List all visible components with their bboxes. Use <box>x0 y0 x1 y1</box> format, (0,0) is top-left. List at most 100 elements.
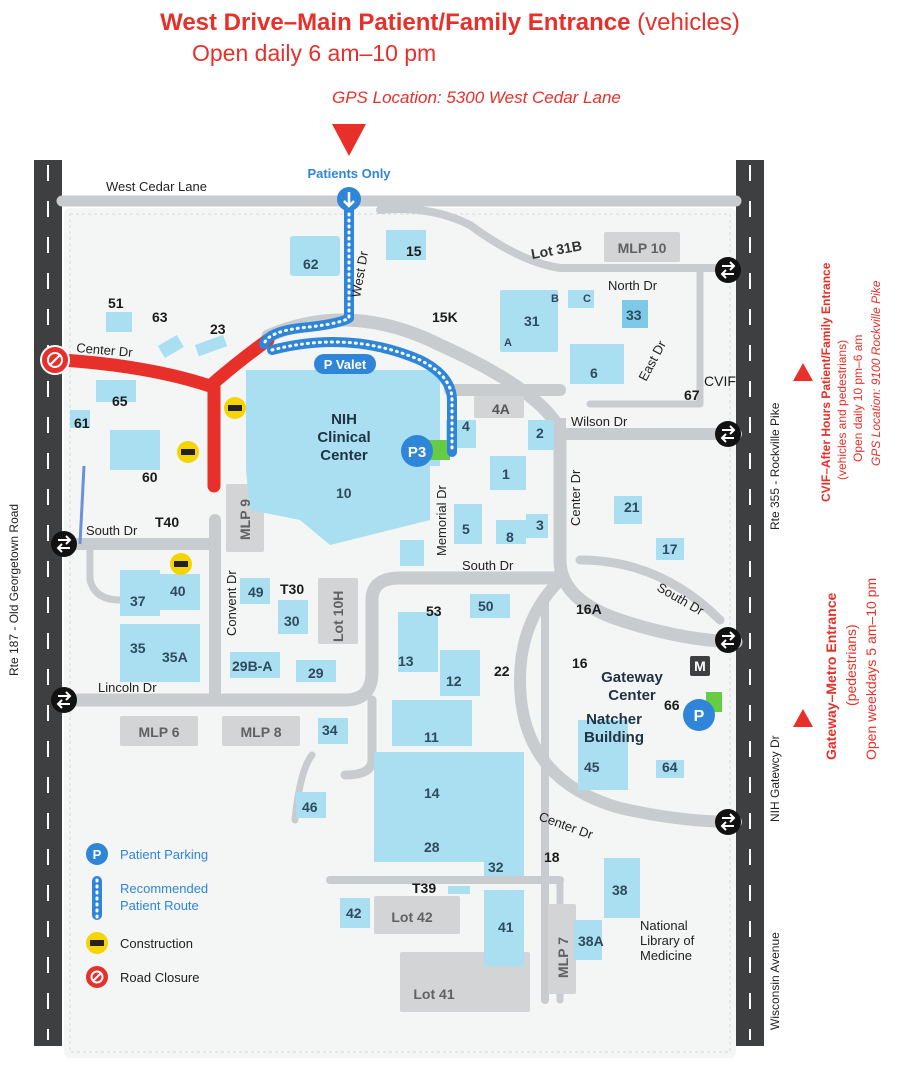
road-rockville-pike: Rte 355 - Rockville Pike <box>768 402 782 530</box>
building-15k: 15K <box>432 309 458 325</box>
gateway-center-line2: Center <box>608 687 656 704</box>
cvif-gps: GPS Location: 9100 Rockville Pike <box>869 280 883 466</box>
legend-parking-label: Patient Parking <box>120 847 208 862</box>
cvif-sub1: (vehicles and pedestrians) <box>835 340 849 480</box>
building-18: 18 <box>544 849 560 865</box>
entrance-title-bold: West Drive–Main Patient/Family Entrance <box>160 9 631 36</box>
building-17: 17 <box>662 541 678 557</box>
entrance-title: West Drive–Main Patient/Family Entrance … <box>0 8 900 38</box>
lot-10h-label: Lot 10H <box>330 591 346 642</box>
rockville-pike <box>736 160 764 1046</box>
building-38: 38 <box>612 882 628 898</box>
building-46: 46 <box>302 799 318 815</box>
building-61: 61 <box>74 415 90 431</box>
building-31a: A <box>504 337 512 349</box>
legend-parking-glyph: P <box>93 847 102 862</box>
building-65: 65 <box>112 393 128 409</box>
mlp-10-label: MLP 10 <box>618 240 667 256</box>
construction-icon <box>224 397 246 419</box>
p3-garage-marker <box>428 440 450 460</box>
p3-label: P3 <box>408 444 426 461</box>
old-georgetown-road <box>34 160 62 1046</box>
two-way-arrow-icon <box>715 421 741 447</box>
building-4: 4 <box>462 418 470 434</box>
building-35: 35 <box>130 640 146 656</box>
building-6: 6 <box>590 365 598 381</box>
building-28: 28 <box>424 839 440 855</box>
building-4a: 4A <box>492 401 510 417</box>
legend-parking-icon <box>86 843 108 865</box>
nlm-line3: Medicine <box>640 948 692 963</box>
street-west-cedar: West Cedar Lane <box>106 179 207 194</box>
building-23: 23 <box>210 321 226 337</box>
street-north-dr: North Dr <box>608 278 658 293</box>
blue-footpath <box>78 465 86 545</box>
building-41: 41 <box>498 919 514 935</box>
nlm-line2: Library of <box>640 933 695 948</box>
metro-label: M <box>694 658 706 674</box>
metro-title: Gateway–Metro Entrance <box>823 593 839 760</box>
entrance-hours: Open daily 6 am–10 pm <box>192 40 437 66</box>
recommended-patient-route <box>259 203 457 457</box>
street-south-dr-west: South Dr <box>86 523 138 538</box>
lot-41-label: Lot 41 <box>413 986 454 1002</box>
two-way-arrow-icon <box>715 809 741 835</box>
building-40: 40 <box>170 583 186 599</box>
road-old-georgetown: Rte 187 - Old Georgetown Road <box>7 504 21 676</box>
two-way-arrow-icon <box>715 627 741 653</box>
building-12: 12 <box>446 673 462 689</box>
gateway-parking-icon <box>683 699 715 731</box>
building-31: 31 <box>524 313 540 329</box>
building-35a: 35A <box>162 649 188 665</box>
cvif-title: CVIF–After Hours Patient/Family Entrance <box>819 262 833 502</box>
street-wilson-dr: Wilson Dr <box>571 414 628 429</box>
street-convent-dr: Convent Dr <box>224 570 239 636</box>
campus-boundary <box>69 213 731 1053</box>
mlp-6-label: MLP 6 <box>139 724 180 740</box>
road-closure-icon <box>40 345 70 375</box>
building-51: 51 <box>108 295 124 311</box>
valet-marker <box>314 354 376 374</box>
legend-construction-label: Construction <box>120 936 193 951</box>
building-53: 53 <box>426 603 442 619</box>
building-16: 16 <box>572 655 588 671</box>
clinical-center-line2: Clinical <box>317 429 370 446</box>
natcher-line2: Building <box>584 729 644 746</box>
street-memorial-dr: Memorial Dr <box>434 485 449 556</box>
building-34: 34 <box>322 722 338 738</box>
building-29: 29 <box>308 665 324 681</box>
cvif-sub2: Open daily 10 pm–6 am <box>851 335 865 462</box>
building-22: 22 <box>494 663 510 679</box>
building-30: 30 <box>284 613 300 629</box>
building-21: 21 <box>624 499 640 515</box>
building-62: 62 <box>303 256 319 272</box>
parking-lots <box>120 232 680 1012</box>
building-t40: T40 <box>155 514 179 530</box>
building-31b: B <box>551 293 559 305</box>
metro-sub1: (pedestrians) <box>843 624 859 706</box>
building-5: 5 <box>462 521 470 537</box>
street-south-dr-center: South Dr <box>462 558 514 573</box>
building-3: 3 <box>536 517 544 533</box>
lot-42-label: Lot 42 <box>391 909 432 925</box>
road-wisconsin-ave: Wisconsin Avenue <box>768 932 782 1030</box>
nlm-line1: National <box>640 918 688 933</box>
building-15: 15 <box>406 243 422 259</box>
mlp-7-label: MLP 7 <box>555 937 571 978</box>
building-50: 50 <box>478 598 494 614</box>
arrow-glyph <box>343 192 355 208</box>
legend-route-label-2: Patient Route <box>120 898 199 913</box>
legend-route-label-1: Recommended <box>120 881 208 896</box>
center-dr-road <box>556 418 566 568</box>
road-gateway-dr: NIH Gatewcy Dr <box>768 735 782 822</box>
building-49: 49 <box>248 584 264 600</box>
street-lincoln-dr: Lincoln Dr <box>98 680 157 695</box>
legend-closure-label: Road Closure <box>120 970 200 985</box>
entrance-arrow-icon <box>332 124 366 156</box>
gateway-center-line1: Gateway <box>601 669 663 686</box>
building-33: 33 <box>626 307 642 323</box>
construction-icon <box>170 553 192 575</box>
two-way-arrow-icon <box>715 257 741 283</box>
building-2: 2 <box>536 425 544 441</box>
